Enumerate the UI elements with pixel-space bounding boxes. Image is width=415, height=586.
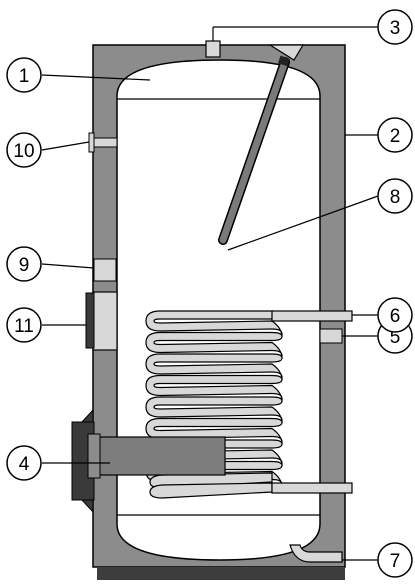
sensor-port-10-cap (88, 132, 95, 153)
thermometer-port (267, 44, 305, 61)
coil-loop (145, 353, 283, 381)
connection-port-5 (319, 328, 343, 344)
callout-2-label: 2 (390, 126, 401, 147)
callout-7: 7 (377, 542, 413, 578)
anode-rod-cap (277, 55, 291, 67)
callout-10-label: 10 (13, 141, 34, 162)
callout-6: 6 (377, 297, 413, 333)
callout-9-label: 9 (19, 255, 30, 276)
callout-11-label: 11 (14, 316, 34, 337)
callout-leader-lines (41, 26, 379, 561)
callout-4-label: 4 (19, 454, 30, 475)
coil-loop (145, 374, 283, 402)
callouts: 1 2 3 4 5 6 7 8 (6, 9, 413, 578)
callout-2: 2 (377, 117, 413, 153)
callout-8-label: 8 (390, 187, 401, 208)
callout-1-label: 1 (19, 66, 30, 87)
anode-rod-fill (219, 58, 289, 244)
callout-3-label: 3 (390, 18, 401, 39)
heater-element-ring (87, 433, 101, 479)
coil-loop (149, 482, 273, 499)
electric-heating-element-4 (92, 436, 226, 476)
callout-1: 1 (6, 57, 42, 93)
callout-10: 10 (6, 132, 42, 168)
callout-7-label: 7 (390, 551, 401, 572)
sensor-port-10 (92, 137, 118, 148)
inspection-flange-11-cover (85, 292, 95, 349)
callout-5-label: 5 (390, 327, 401, 348)
base-stand (97, 568, 345, 580)
drain-pipe-7 (289, 544, 343, 563)
inspection-flange-11 (92, 291, 118, 351)
callout-9: 9 (6, 246, 42, 282)
coil-loop (145, 331, 283, 359)
callout-4: 4 (6, 445, 42, 481)
connection-port-9 (93, 258, 117, 282)
callout-11: 11 (6, 307, 42, 343)
coil-upper-pipe-6 (271, 310, 353, 322)
callout-3: 3 (377, 9, 413, 45)
callout-8: 8 (377, 178, 413, 214)
callout-6-label: 6 (390, 306, 401, 327)
top-connection-fitting (205, 40, 221, 58)
coil-lower-pipe (271, 482, 353, 494)
coil-loop (145, 396, 283, 424)
